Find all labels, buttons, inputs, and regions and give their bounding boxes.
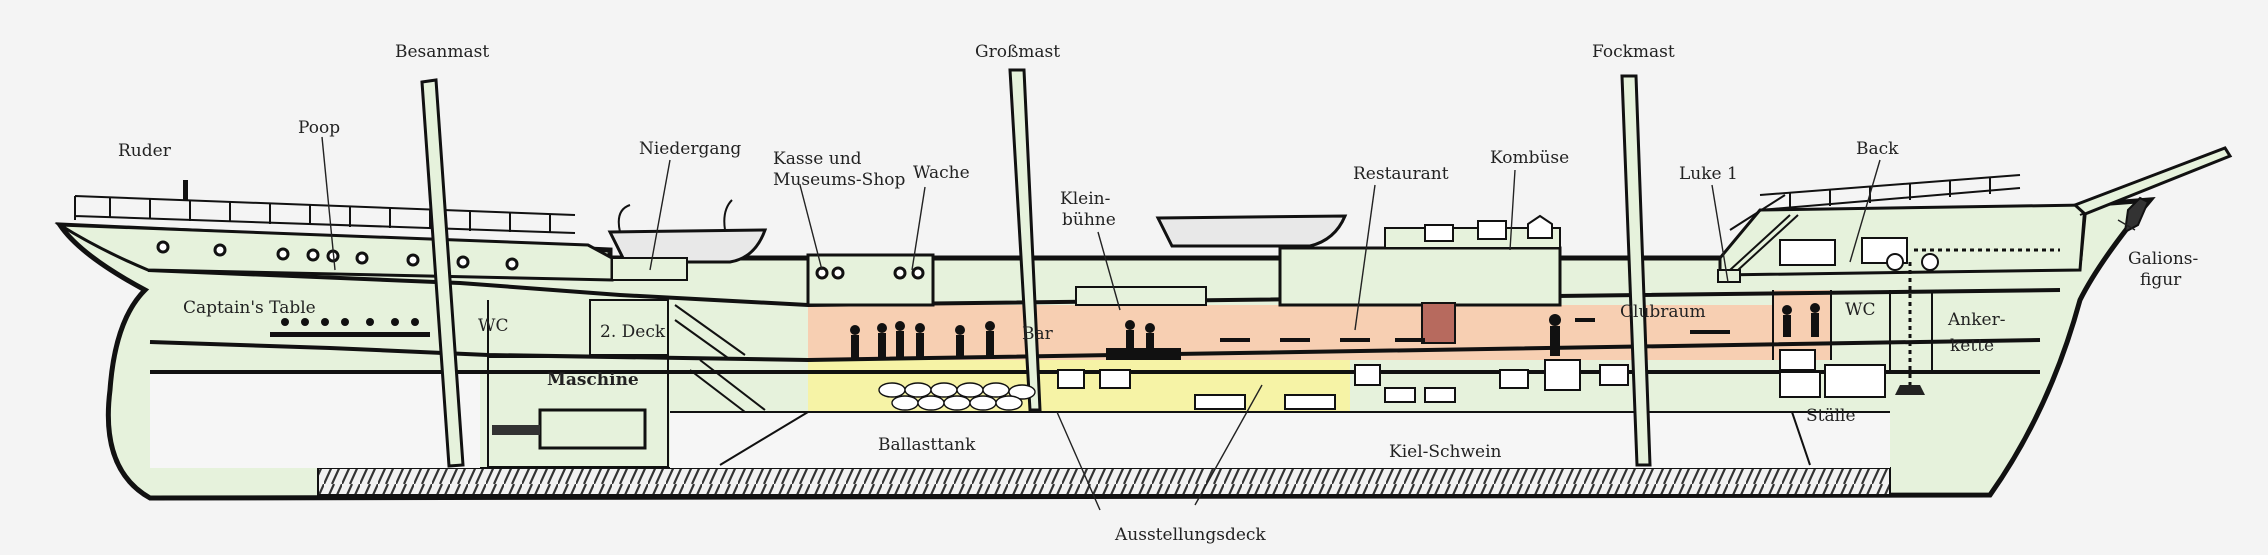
engine: [538, 408, 647, 450]
label-back: Back: [1856, 139, 1899, 159]
deck2-box: [589, 299, 669, 356]
label-wc-aft: WC: [478, 316, 508, 336]
label-besanmast: Besanmast: [395, 42, 489, 62]
label-wc-fore: WC: [1845, 300, 1875, 320]
restaurant-divider: [1772, 290, 1933, 372]
shop-house: [806, 253, 935, 307]
label-kasse2: Museums-Shop: [773, 170, 906, 190]
davit-aft: [617, 199, 733, 233]
label-anker1: Anker-: [1947, 310, 2005, 330]
label-klein: Klein-: [1060, 189, 1110, 209]
stairs-aft-lower: [689, 359, 766, 413]
label-poop: Poop: [298, 118, 340, 138]
leader-lines: [321, 136, 2136, 511]
label-galion1: Galions-: [2128, 249, 2198, 269]
galley-vent: [1424, 224, 1454, 242]
ballast-space: [670, 412, 1890, 468]
keel-hatch: [317, 467, 1891, 496]
label-wache: Wache: [913, 163, 970, 183]
galley-vent-2: [1477, 220, 1507, 240]
lifeboat-aft: [607, 228, 768, 264]
forecastle-hatch: [1717, 269, 1741, 283]
label-niedergang: Niedergang: [639, 139, 741, 159]
label-luke: Luke 1: [1679, 164, 1738, 184]
bar-crowd: [850, 321, 995, 359]
poop-rail: [74, 195, 576, 234]
stalls-pens: [1779, 349, 1886, 398]
label-ballasttank: Ballasttank: [878, 435, 976, 455]
label-captains-table: Captain's Table: [183, 298, 316, 318]
kitchen-stairs: [1421, 302, 1456, 344]
rudder-post: [183, 180, 188, 200]
forecastle-rail: [1729, 174, 2021, 231]
anchor-winch: [1779, 237, 1939, 271]
exhibit-sacks: [878, 382, 1036, 411]
bowsprit: [2072, 146, 2233, 216]
stage-performers: [1106, 320, 1181, 360]
restaurant-tables: [1220, 303, 1820, 356]
main-deck-line: [147, 268, 2061, 308]
ballast-strut: [719, 411, 1811, 466]
galley-house: [1278, 246, 1562, 307]
label-anker2: kette: [1950, 336, 1994, 356]
fore-mast: [1620, 74, 1652, 467]
bar-area: [808, 305, 1053, 360]
main-mast: [1008, 68, 1042, 412]
label-ausstellungsdeck: Ausstellungsdeck: [1114, 525, 1266, 545]
stage-house: [1075, 286, 1207, 306]
label-maschine: Maschine: [547, 370, 639, 390]
label-ruder: Ruder: [118, 141, 172, 161]
label-fockmast: Fockmast: [1592, 42, 1675, 62]
aft-lower-space: [150, 372, 480, 468]
label-zweites-deck: 2. Deck: [600, 322, 666, 342]
label-clubraum: Clubraum: [1620, 302, 1706, 322]
club-area: [1773, 290, 1831, 360]
exhibit-models: [1057, 359, 1629, 410]
lifeboat-mid: [1155, 214, 1348, 248]
label-staelle: Ställe: [1806, 406, 1856, 426]
anchor-pile: [1895, 385, 1925, 395]
label-kasse: Kasse und: [773, 149, 862, 169]
label-buehne: bühne: [1062, 210, 1116, 230]
label-kombuese: Kombüse: [1490, 148, 1569, 168]
galley-hut: [1527, 214, 1553, 239]
captains-table: [270, 318, 430, 337]
fore-stairs: [1729, 214, 1799, 271]
label-galion2: figur: [2140, 270, 2182, 290]
label-bar: Bar: [1022, 324, 1054, 344]
label-restaurant: Restaurant: [1353, 164, 1449, 184]
label-grossmast: Großmast: [975, 42, 1060, 62]
label-kiel-schwein: Kiel-Schwein: [1389, 442, 1502, 462]
mizzen-mast: [420, 78, 465, 468]
engine-shaft: [492, 425, 540, 435]
galion-figurehead: [2123, 196, 2150, 234]
stairs-aft-upper: [674, 304, 746, 359]
